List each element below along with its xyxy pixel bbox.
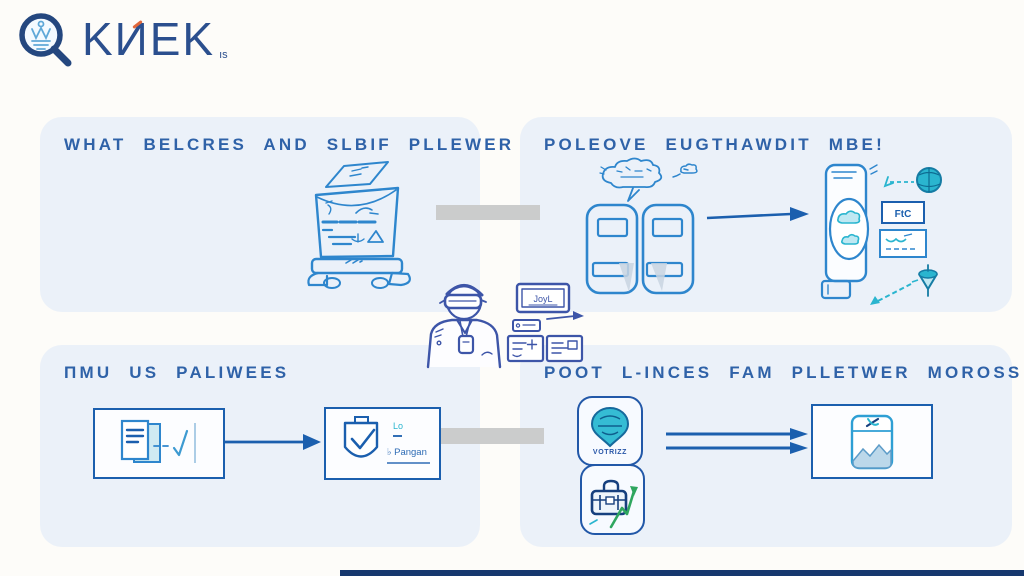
- documents-check-box: [93, 408, 225, 479]
- double-arrows-icon: [666, 428, 808, 454]
- person-vr-headset-monitors-icon: JoyL: [426, 282, 584, 369]
- photo-frame-icon: [850, 414, 894, 469]
- badge-caption: VOTRIZZ: [592, 449, 628, 456]
- logo-wordmark: KИEK: [82, 13, 216, 65]
- panel-top-right-title: POLEOVE EUGTHAWDIT MBE!: [544, 135, 885, 154]
- bottle-cloud-globe-icon: FtC: [820, 163, 942, 305]
- photo-frame-box: [811, 404, 933, 479]
- shield-check-icon: Lo ♭ Pangan: [343, 415, 430, 464]
- logo: KИEK ıs: [16, 10, 228, 68]
- documents-check-icon: [120, 419, 196, 463]
- magnifier-crown-icon: [19, 13, 72, 67]
- panel-top-left: WHAT BELCRES AND SLBIF PLLEWER: [40, 117, 511, 312]
- panel-bottom-right-title: POOT L-INCES FAM PLLETWER MOROSS: [544, 363, 1023, 382]
- connector-bar-bottom: [440, 428, 544, 444]
- monitor-label: JoyL: [533, 294, 552, 304]
- panel-top-left-title: WHAT BELCRES AND SLBIF PLLEWER: [64, 135, 515, 154]
- shield-check-box: Lo ♭ Pangan: [324, 407, 441, 480]
- panel-bottom-left-title: ΠMU US PALIWEES: [64, 363, 290, 382]
- arrow-right-icon: [706, 207, 809, 221]
- shield-caption: ♭ Pangan: [387, 447, 427, 458]
- photocopier-machine-icon: [307, 161, 411, 289]
- logo-wordmark-sub: ıs: [219, 49, 228, 61]
- briefcase-growth-card: [580, 464, 645, 535]
- doc-note-label: Lo: [393, 421, 403, 431]
- tag-box-label: FtC: [895, 209, 912, 220]
- arrow-right-icon: [225, 434, 321, 450]
- voting-booths-icon: [585, 157, 698, 295]
- connector-bar-top: [436, 205, 540, 220]
- teal-balloon-card: VOTRIZZ: [577, 396, 643, 466]
- teal-balloon-icon: [590, 406, 630, 448]
- briefcase-growth-icon: [588, 479, 638, 528]
- footer-bar: [340, 570, 1024, 576]
